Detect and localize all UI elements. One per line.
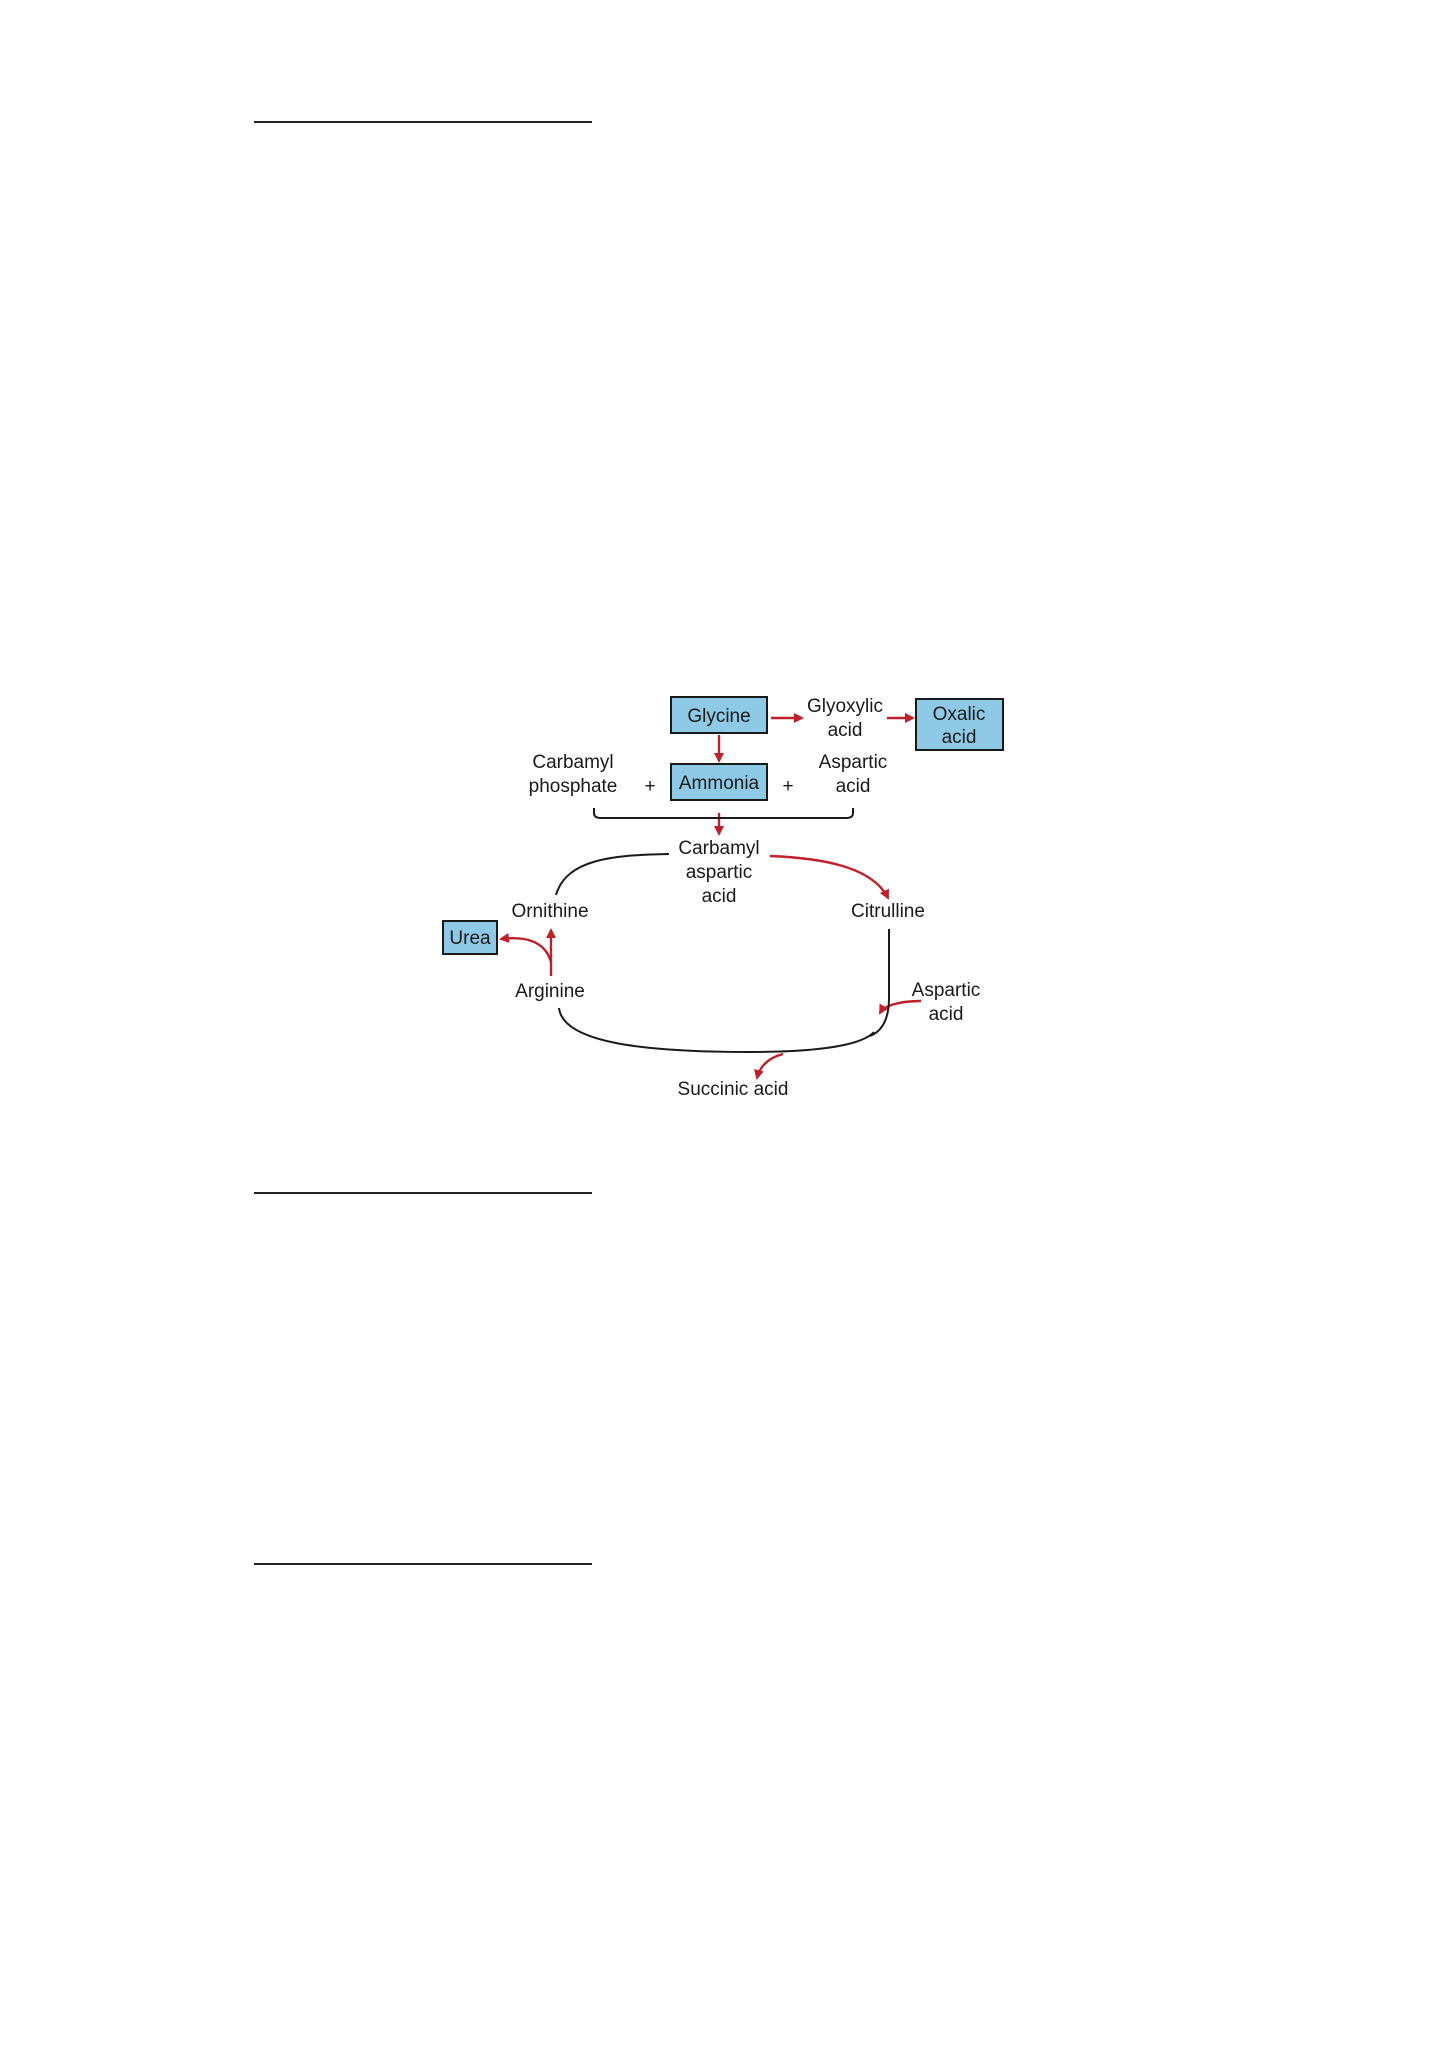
reactant-bracket [593,808,854,819]
carbamyl-phosphate-label-line2: phosphate [529,776,618,797]
carbamyl-aspartic-acid-label-line3: acid [702,886,737,907]
citrulline-label: Citrulline [851,901,925,922]
glycine-box: Glycine [670,696,768,734]
ornithine-label: Ornithine [511,901,588,922]
arrow-aspartic-acid-in [878,999,922,1015]
arrow-to-succinic-acid [754,1052,784,1080]
cycle-line-right [869,929,890,1037]
cycle-line-top-left [555,853,670,896]
aspartic-acid-right-label-line2: acid [929,1004,964,1025]
ammonia-label: Ammonia [679,773,760,794]
plus-sign-right: + [782,776,793,797]
arrow-carbamyl-aspartic-to-citrulline [769,854,890,900]
ammonia-box: Ammonia [670,763,768,801]
urea-box: Urea [442,920,498,955]
oxalic-acid-label-line1: Oxalic [933,704,986,725]
oxalic-acid-box: Oxalic acid [915,698,1004,751]
divider-rule-bottom [254,1563,592,1565]
divider-rule-middle [254,1192,592,1194]
urea-label: Urea [449,928,491,949]
divider-rule-top [254,121,592,123]
glycine-label: Glycine [687,706,750,727]
arrow-arginine-to-urea [499,933,553,963]
carbamyl-aspartic-acid-label-line1: Carbamyl [678,838,759,859]
carbamyl-aspartic-acid-label-line2: aspartic [686,862,753,883]
oxalic-acid-label-line2: acid [942,727,977,748]
aspartic-acid-right-label-line1: Aspartic [912,980,981,1001]
aspartic-acid-top-label-line2: acid [836,776,871,797]
glyoxylic-acid-label-line2: acid [828,720,863,741]
arginine-label: Arginine [515,981,585,1002]
aspartic-acid-top-label-line1: Aspartic [819,752,888,773]
succinic-acid-label: Succinic acid [678,1079,789,1100]
cycle-line-bottom [558,1007,875,1054]
glyoxylic-acid-label-line1: Glyoxylic [807,696,883,717]
plus-sign-left: + [644,776,655,797]
carbamyl-phosphate-label-line1: Carbamyl [532,752,613,773]
